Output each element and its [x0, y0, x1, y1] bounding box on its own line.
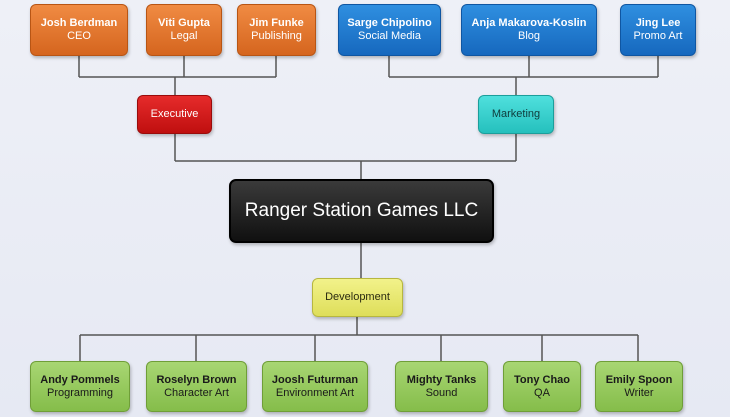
member-role: Environment Art: [275, 386, 355, 399]
mkt-member-jing-lee: Jing Lee Promo Art: [620, 4, 696, 56]
exec-member-josh-berdman: Josh Berdman CEO: [30, 4, 128, 56]
mkt-member-anja-makarova-koslin: Anja Makarova-Koslin Blog: [461, 4, 597, 56]
member-role: Programming: [46, 386, 114, 399]
member-name: Joosh Futurman: [271, 373, 359, 386]
member-role: Legal: [170, 30, 198, 42]
company-name: Ranger Station Games LLC: [244, 200, 479, 222]
dev-member-mighty-tanks: Mighty Tanks Sound: [395, 361, 488, 412]
dev-member-roselyn-brown: Roselyn Brown Character Art: [146, 361, 247, 412]
dept-label: Marketing: [491, 108, 541, 121]
dev-member-tony-chao: Tony Chao QA: [503, 361, 581, 412]
dept-label: Development: [325, 291, 390, 304]
dev-member-joosh-futurman: Joosh Futurman Environment Art: [262, 361, 368, 412]
exec-member-viti-gupta: Viti Gupta Legal: [146, 4, 222, 56]
member-name: Mighty Tanks: [406, 373, 477, 386]
mkt-member-sarge-chipolino: Sarge Chipolino Social Media: [338, 4, 441, 56]
member-role: Promo Art: [633, 30, 683, 42]
dept-development: Development: [312, 278, 403, 317]
member-name: Anja Makarova-Koslin: [471, 17, 587, 30]
member-role: Publishing: [251, 30, 302, 42]
dev-member-emily-spoon: Emily Spoon Writer: [595, 361, 683, 412]
member-role: Blog: [517, 30, 541, 42]
member-role: CEO: [67, 30, 91, 42]
dept-executive: Executive: [137, 95, 212, 134]
member-name: Andy Pommels: [40, 373, 120, 386]
member-name: Sarge Chipolino: [347, 17, 432, 30]
dev-member-andy-pommels: Andy Pommels Programming: [30, 361, 130, 412]
member-role: QA: [534, 386, 550, 399]
member-name: Emily Spoon: [605, 373, 673, 386]
member-name: Jing Lee: [635, 17, 681, 30]
member-role: Sound: [425, 386, 458, 399]
member-name: Roselyn Brown: [156, 373, 237, 386]
member-role: Character Art: [164, 386, 229, 399]
member-role: Social Media: [358, 30, 421, 42]
exec-member-jim-funke: Jim Funke Publishing: [237, 4, 316, 56]
member-role: Writer: [624, 386, 654, 399]
root-company: Ranger Station Games LLC: [229, 179, 494, 243]
dept-label: Executive: [150, 108, 199, 121]
dept-marketing: Marketing: [478, 95, 554, 134]
member-name: Josh Berdman: [40, 17, 118, 30]
member-name: Tony Chao: [513, 373, 570, 386]
member-name: Jim Funke: [249, 17, 304, 30]
member-name: Viti Gupta: [158, 17, 210, 30]
